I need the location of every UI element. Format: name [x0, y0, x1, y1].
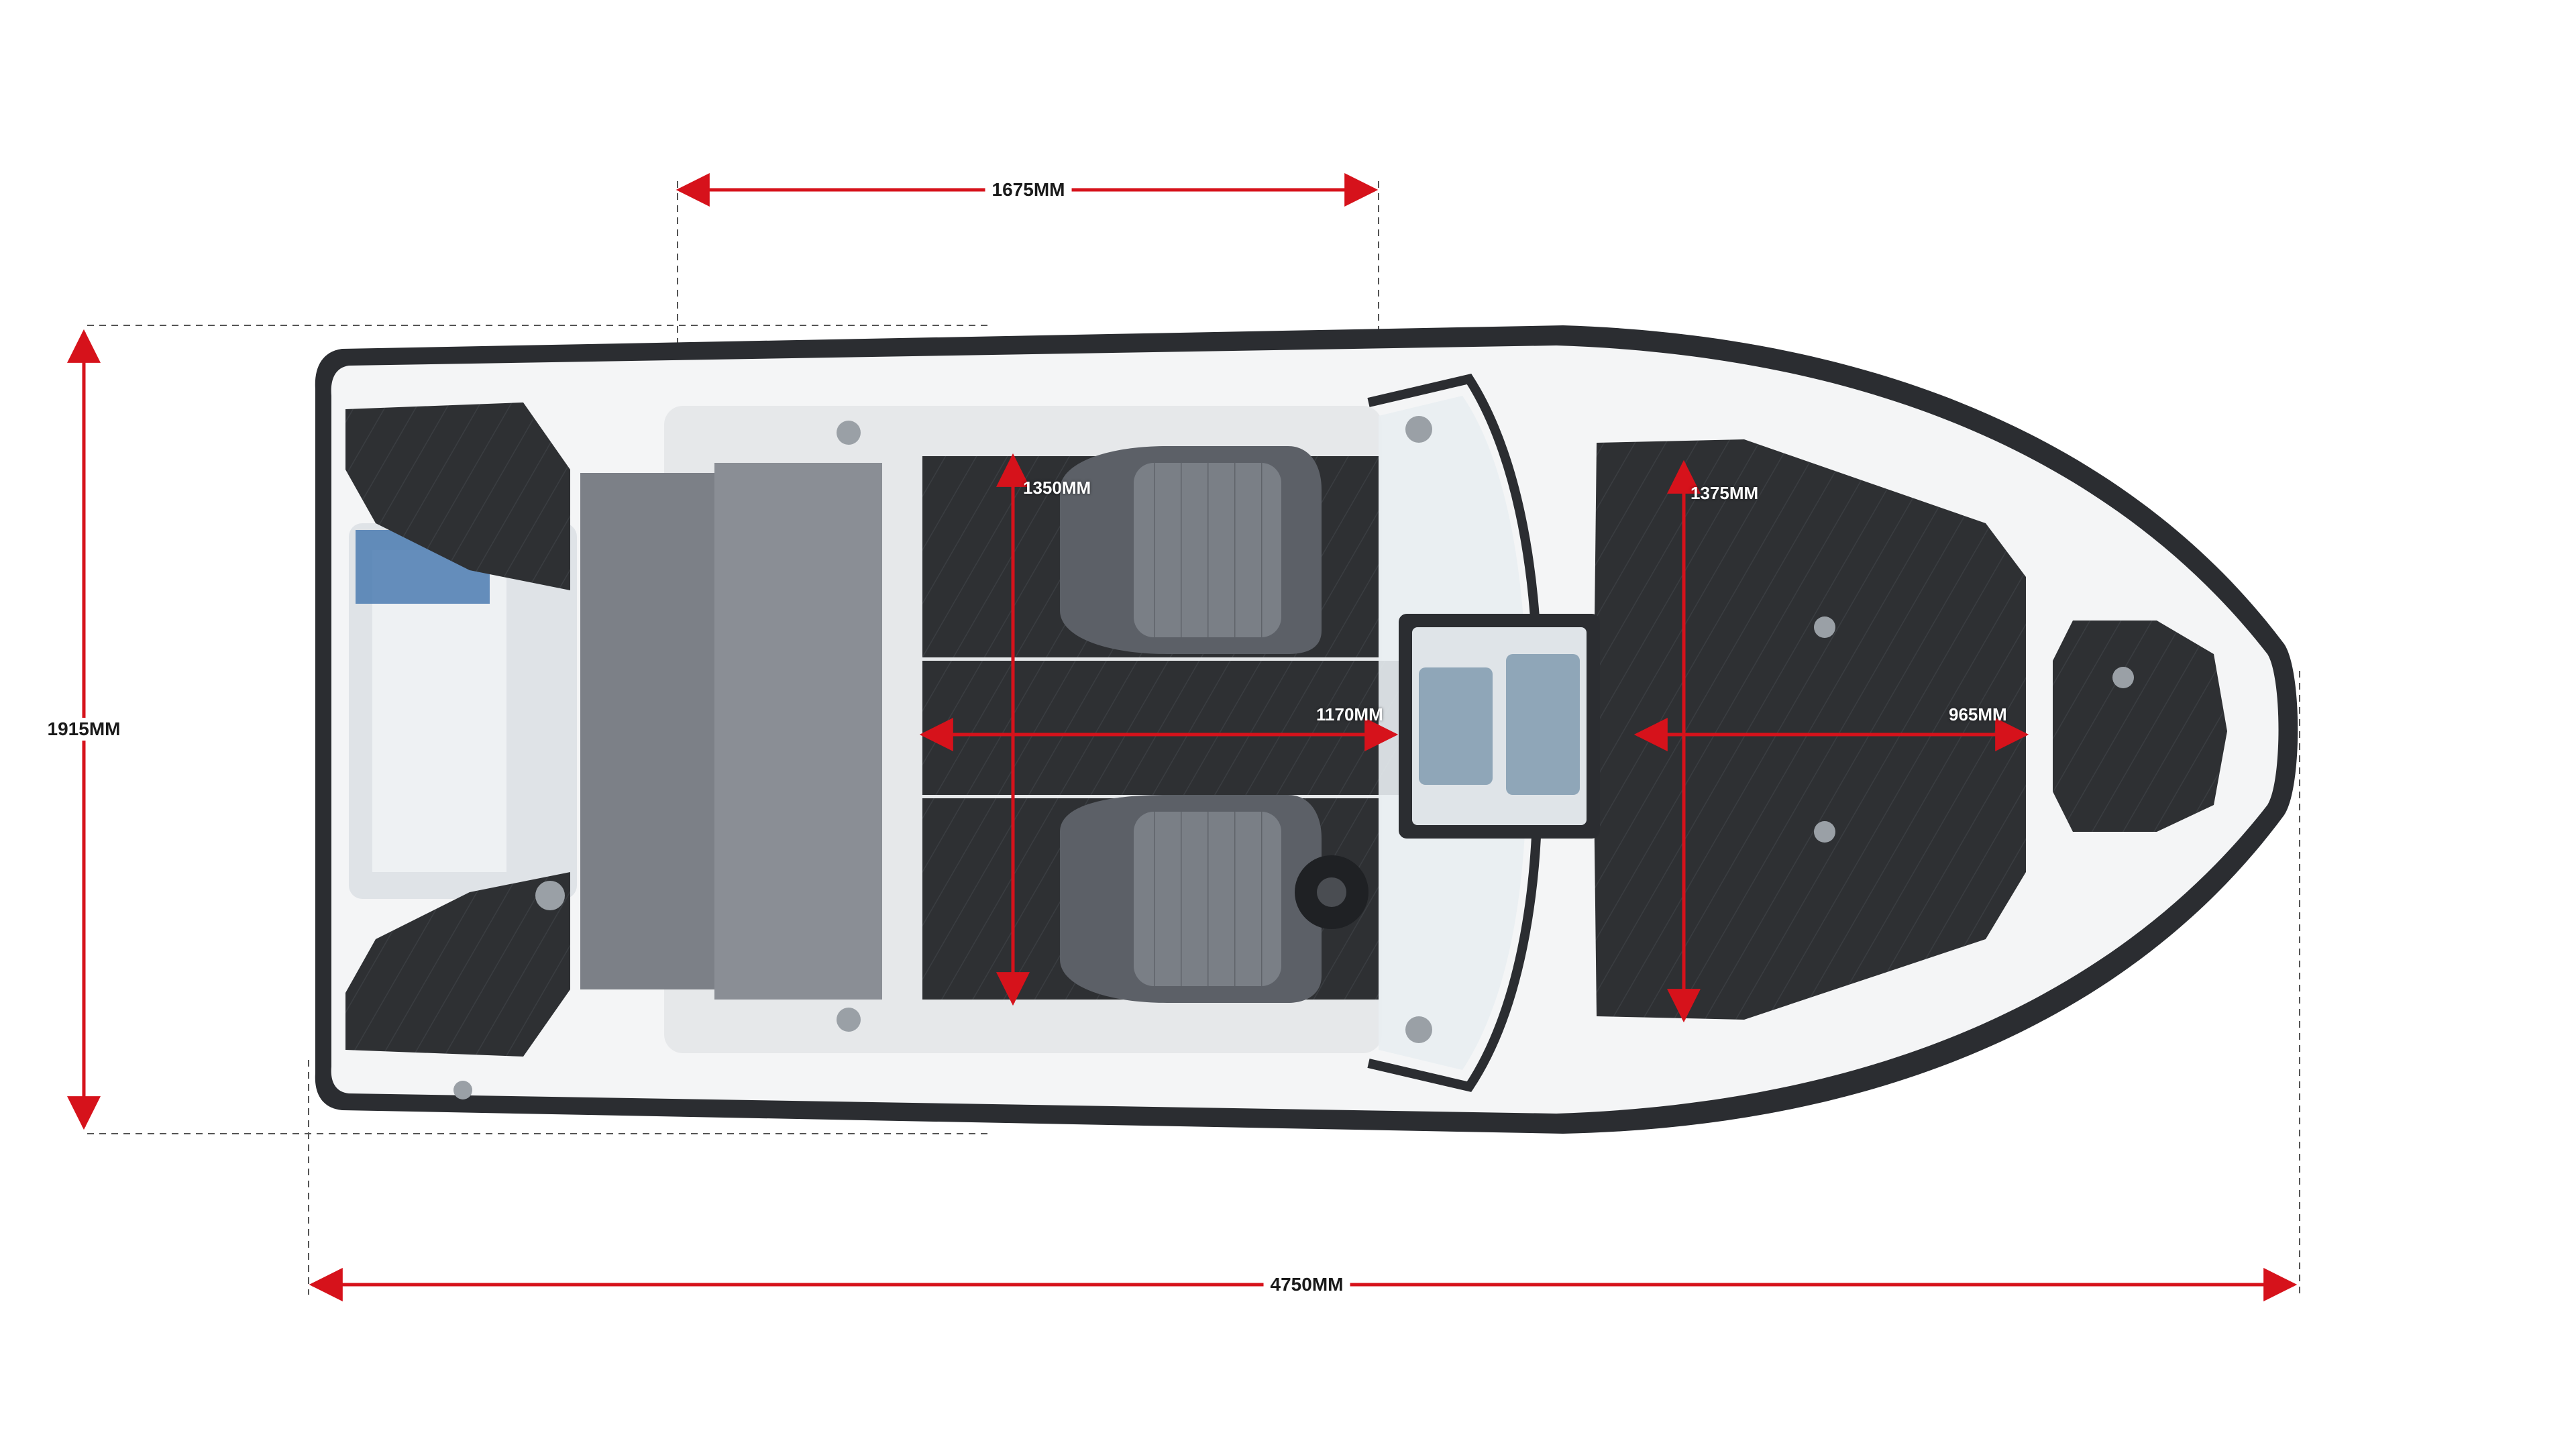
stern-mat-top: [345, 402, 570, 590]
stern-mat-bottom: [345, 872, 570, 1057]
label-bow-length: 965MM: [1949, 704, 2007, 724]
windscreen: [1295, 374, 1600, 1092]
rear-bench: [580, 463, 882, 1000]
label-cockpit-length: 1675MM: [985, 178, 1072, 201]
label-cockpit-width: 1350MM: [1023, 478, 1091, 498]
deck-hardware: [453, 416, 2134, 1099]
helm-seats: [1060, 446, 1322, 1003]
bow-tip-mat: [2053, 621, 2227, 832]
label-bow-width: 1375MM: [1690, 483, 1759, 503]
seat-starboard: [1060, 795, 1322, 1003]
label-length: 4750MM: [1263, 1273, 1350, 1296]
label-beam: 1915MM: [40, 718, 127, 741]
cockpit-mat-center: [922, 661, 1399, 795]
seat-port: [1060, 446, 1322, 654]
extension-lines: [87, 181, 2300, 1295]
label-console-gap: 1170MM: [1316, 704, 1383, 724]
bow-mat: [1593, 439, 2026, 1020]
